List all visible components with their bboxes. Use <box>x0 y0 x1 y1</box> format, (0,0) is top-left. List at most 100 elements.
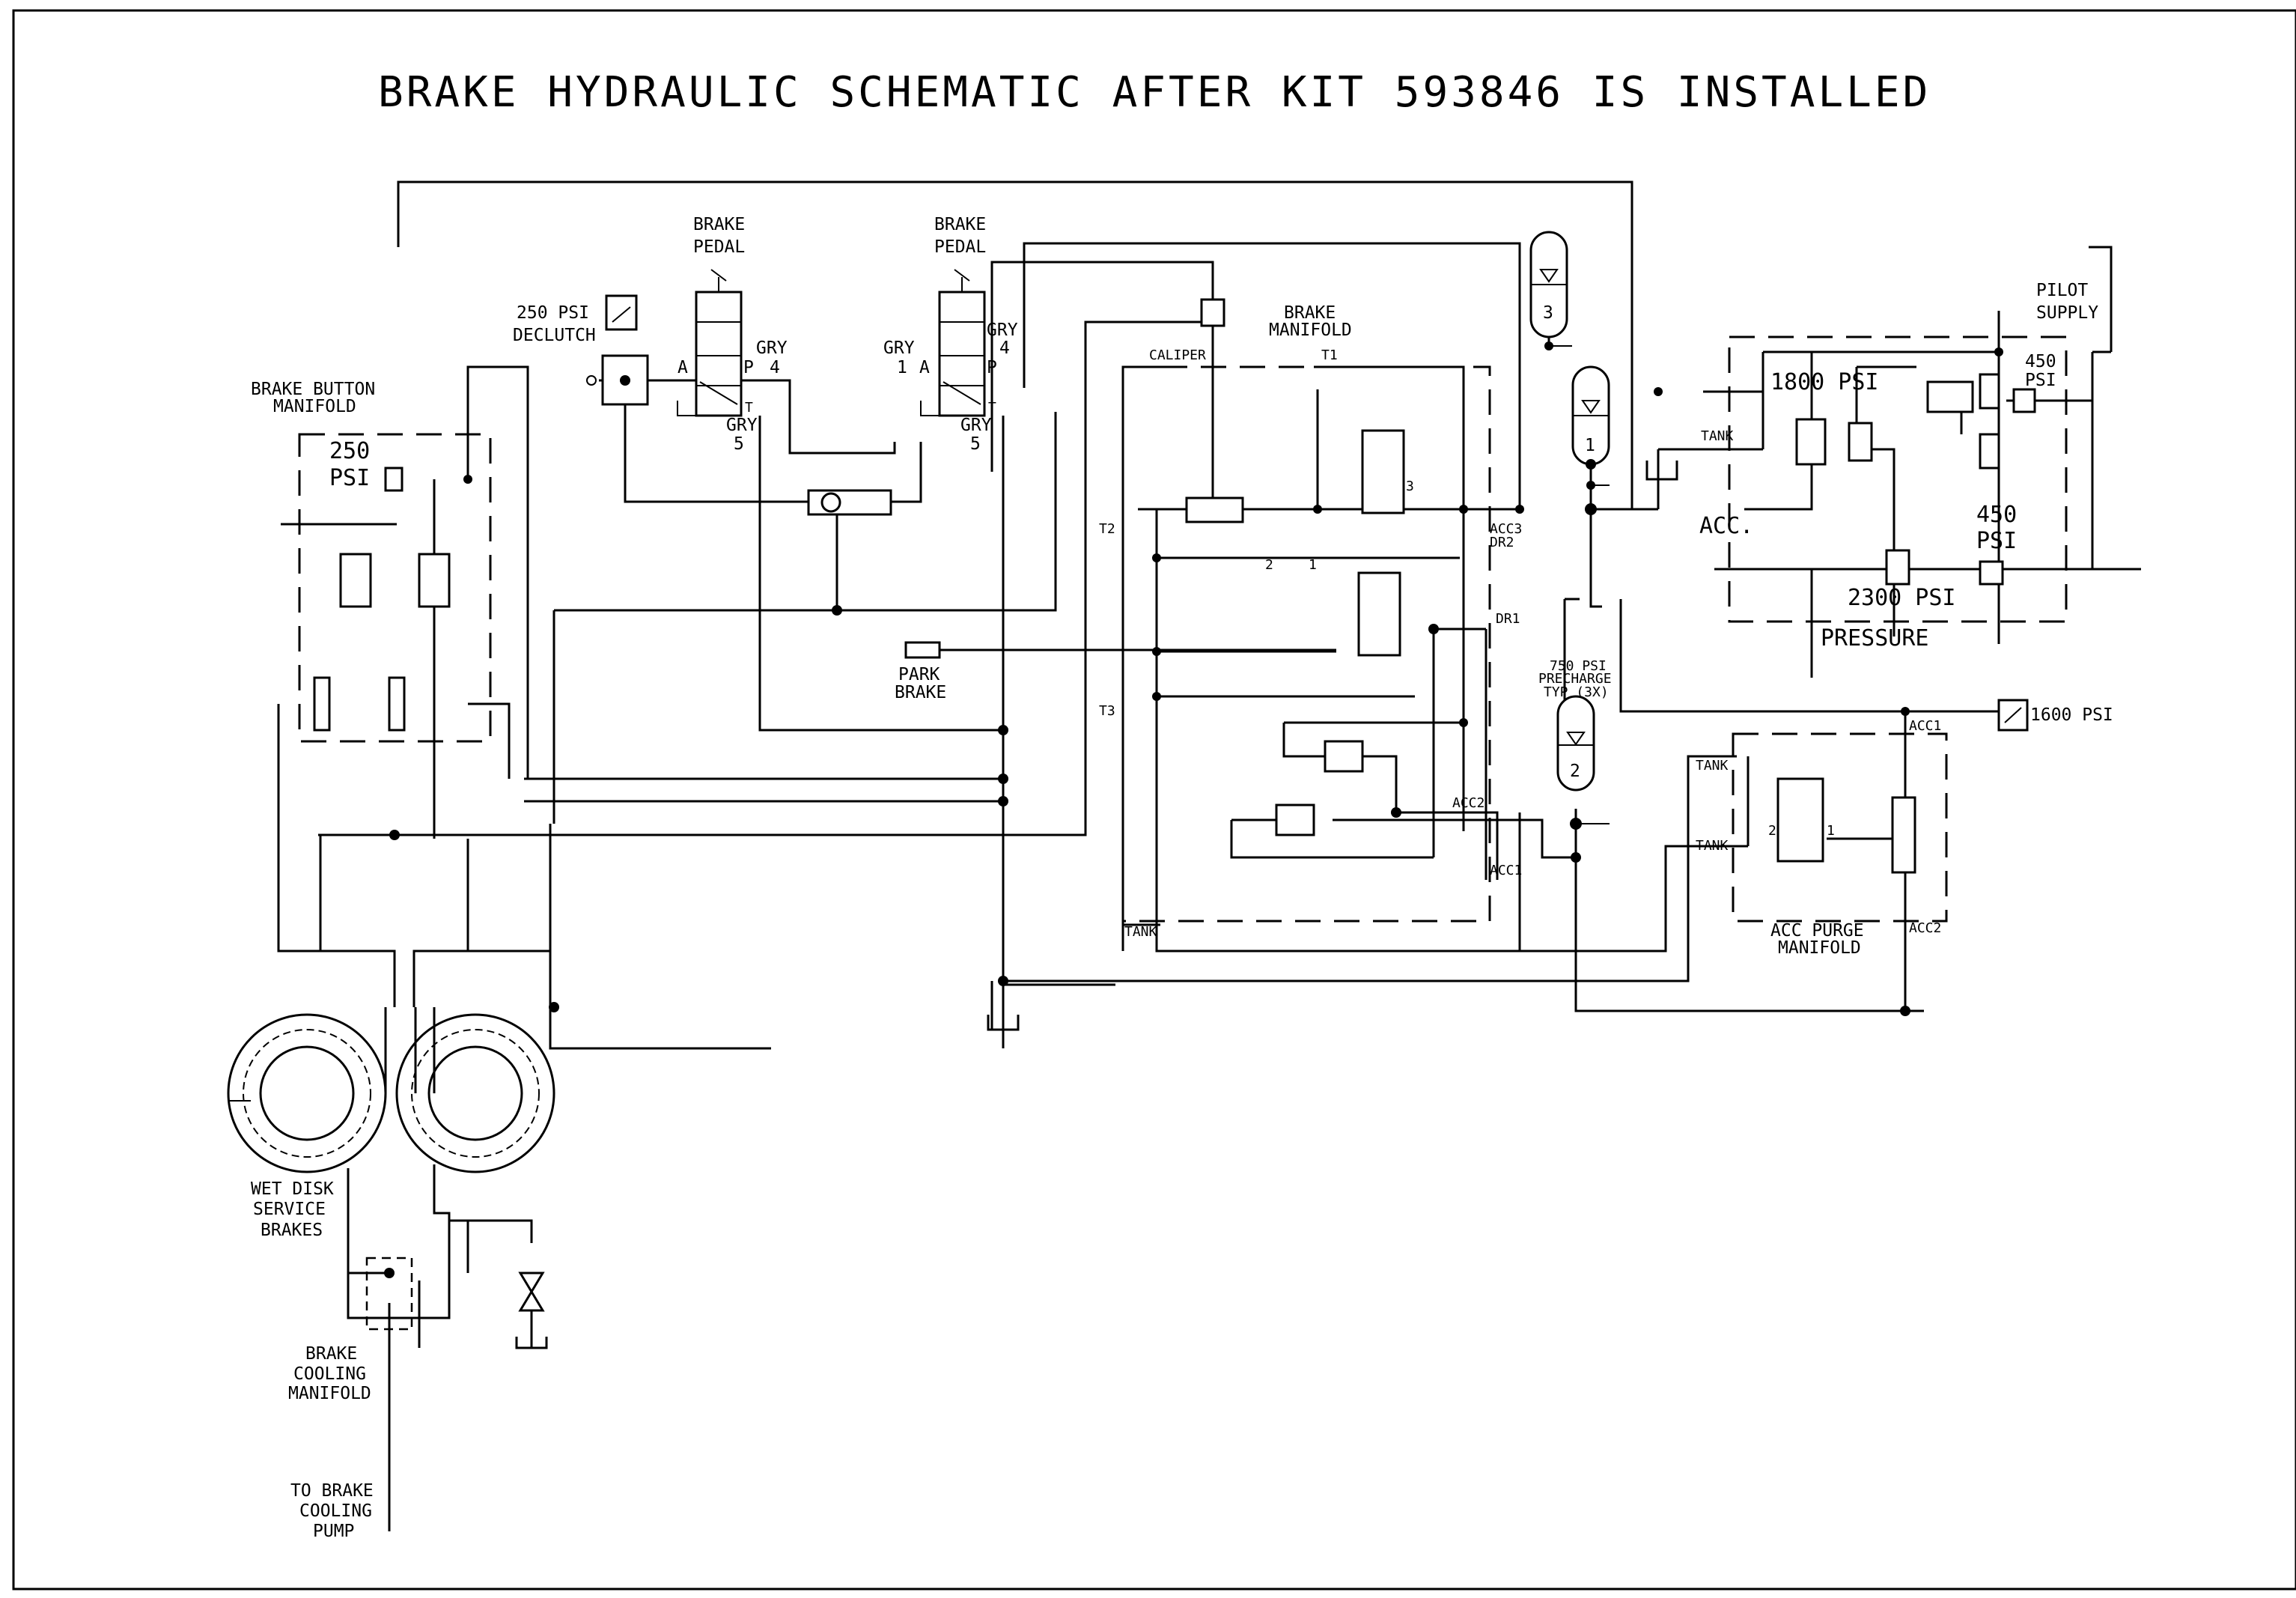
svg-text:PEDAL: PEDAL <box>693 237 745 257</box>
svg-text:2: 2 <box>1768 823 1776 839</box>
pressure-switch-1600: 1600 PSI <box>1997 699 2113 732</box>
svg-text:BRAKE: BRAKE <box>305 1344 357 1364</box>
svg-text:BRAKE: BRAKE <box>934 215 986 234</box>
shuttle-valve <box>807 489 892 616</box>
svg-text:5: 5 <box>734 434 744 454</box>
svg-text:PSI: PSI <box>1976 528 2017 554</box>
svg-text:GRY: GRY <box>987 320 1018 340</box>
svg-text:MANIFOLD: MANIFOLD <box>1269 320 1352 340</box>
brake-cooling-label: BRAKE COOLING MANIFOLD TO BRAKE COOLING … <box>288 1344 374 1541</box>
svg-text:1800 PSI: 1800 PSI <box>1770 369 1879 395</box>
svg-text:450: 450 <box>1976 502 2017 528</box>
svg-text:COOLING: COOLING <box>293 1364 366 1384</box>
svg-text:MANIFOLD: MANIFOLD <box>1778 938 1861 958</box>
svg-text:PSI: PSI <box>329 465 370 491</box>
svg-text:BRAKE: BRAKE <box>895 683 946 702</box>
svg-text:PRECHARGE: PRECHARGE <box>1538 671 1612 687</box>
svg-text:T2: T2 <box>1099 521 1115 537</box>
svg-text:TO BRAKE: TO BRAKE <box>290 1481 374 1501</box>
accumulator-3: 3 <box>1529 231 1572 350</box>
svg-text:2: 2 <box>1265 557 1273 573</box>
acc-purge-internals: TANK TANK ACC1 ACC2 ACC PURGE MANIFOLD 2… <box>1696 707 1941 1016</box>
svg-text:GRY: GRY <box>883 338 915 358</box>
svg-text:3: 3 <box>1406 479 1414 494</box>
brake-button-internals: 250 PSI BRAKE BUTTON MANIFOLD <box>251 380 472 732</box>
svg-text:1: 1 <box>1309 557 1317 573</box>
svg-text:P: P <box>743 358 754 377</box>
svg-text:ACC2: ACC2 <box>1452 795 1485 811</box>
svg-text:4: 4 <box>999 338 1010 358</box>
svg-text:450: 450 <box>2025 352 2056 371</box>
svg-text:TANK: TANK <box>1124 924 1157 940</box>
svg-text:GRY: GRY <box>960 416 992 435</box>
svg-text:A: A <box>919 358 930 377</box>
svg-text:T1: T1 <box>1321 347 1338 363</box>
sheet-border <box>12 9 2296 1591</box>
svg-text:PUMP: PUMP <box>313 1522 354 1541</box>
svg-text:T: T <box>988 400 996 416</box>
svg-text:BRAKE: BRAKE <box>1284 303 1336 323</box>
svg-text:DECLUTCH: DECLUTCH <box>513 326 596 345</box>
svg-text:PEDAL: PEDAL <box>934 237 986 257</box>
svg-text:1: 1 <box>1827 823 1835 839</box>
declutch-switch: 250 PSI DECLUTCH <box>513 294 649 406</box>
svg-text:BRAKES: BRAKES <box>261 1221 323 1240</box>
svg-text:5: 5 <box>970 434 981 454</box>
svg-text:MANIFOLD: MANIFOLD <box>288 1384 371 1403</box>
svg-text:GRY: GRY <box>756 338 788 358</box>
svg-text:A: A <box>677 358 688 377</box>
svg-text:ACC1: ACC1 <box>1490 863 1522 878</box>
svg-text:CALIPER: CALIPER <box>1149 347 1206 363</box>
svg-text:PSI: PSI <box>2025 371 2056 390</box>
svg-text:PILOT: PILOT <box>2036 281 2088 300</box>
svg-text:PRESSURE: PRESSURE <box>1821 625 1929 651</box>
svg-text:DR1: DR1 <box>1496 611 1520 627</box>
svg-text:BRAKE: BRAKE <box>693 215 745 234</box>
hydraulic-lines <box>277 180 2141 1531</box>
svg-text:4: 4 <box>770 358 780 377</box>
svg-text:COOLING: COOLING <box>299 1501 372 1521</box>
svg-text:1: 1 <box>1585 436 1595 455</box>
drain-valve <box>515 1272 548 1349</box>
svg-text:250 PSI: 250 PSI <box>517 303 589 323</box>
svg-text:TANK: TANK <box>1696 838 1729 854</box>
svg-text:PARK: PARK <box>898 665 940 684</box>
wet-disk-brake-left <box>227 1013 387 1173</box>
svg-text:250: 250 <box>329 438 370 464</box>
wet-disk-label: WET DISK SERVICE BRAKES <box>251 1179 334 1240</box>
svg-text:2300 PSI: 2300 PSI <box>1848 585 1956 611</box>
svg-text:ACC2: ACC2 <box>1909 920 1941 936</box>
svg-text:T: T <box>745 400 753 416</box>
brake-manifold-outline <box>1121 365 1491 923</box>
svg-text:T3: T3 <box>1099 703 1115 719</box>
pressure-module-outline <box>1728 335 2068 623</box>
brake-pedal-valve-1: BRAKE PEDAL A P T GRY 4 GRY 5 <box>677 215 788 454</box>
accumulator-1: 1 <box>1571 365 1610 515</box>
brake-button-manifold-outline <box>298 433 492 743</box>
svg-text:TANK: TANK <box>1701 428 1734 444</box>
svg-text:1600 PSI: 1600 PSI <box>2030 705 2113 725</box>
accumulator-2: 2 <box>1556 695 1610 830</box>
brake-manifold-internals: BRAKE MANIFOLD T1 T2 T3 CALIPER ACC3 DR2… <box>1099 298 1524 940</box>
svg-text:2: 2 <box>1570 762 1580 781</box>
svg-text:MANIFOLD: MANIFOLD <box>273 397 356 416</box>
junction-dots <box>384 347 2003 1278</box>
svg-text:750 PSI: 750 PSI <box>1550 658 1607 674</box>
cooling-manifold-outline <box>365 1257 413 1331</box>
svg-text:3: 3 <box>1543 303 1553 323</box>
wet-disk-brake-right <box>395 1013 555 1173</box>
svg-text:ACC.: ACC. <box>1699 513 1753 539</box>
svg-text:WET DISK: WET DISK <box>251 1179 334 1199</box>
svg-text:GRY: GRY <box>726 416 758 435</box>
svg-text:SUPPLY: SUPPLY <box>2036 303 2098 323</box>
pressure-module: 1800 PSI ACC. TANK PILOT SUPPLY 450 PSI … <box>1699 281 2098 651</box>
svg-text:1: 1 <box>897 358 907 377</box>
svg-text:P: P <box>987 358 997 377</box>
precharge-label: 750 PSI PRECHARGE TYP (3X) <box>1538 658 1612 700</box>
svg-text:ACC3: ACC3 <box>1490 521 1522 537</box>
manifold-outlines <box>298 335 2068 1331</box>
svg-text:TYP (3X): TYP (3X) <box>1544 684 1609 700</box>
acc-purge-manifold-outline <box>1732 732 1948 923</box>
brake-pedal-valve-2: BRAKE PEDAL A P T GRY 4 GRY 1 GRY 5 <box>883 215 1018 454</box>
tank-symbol <box>987 461 1678 1031</box>
